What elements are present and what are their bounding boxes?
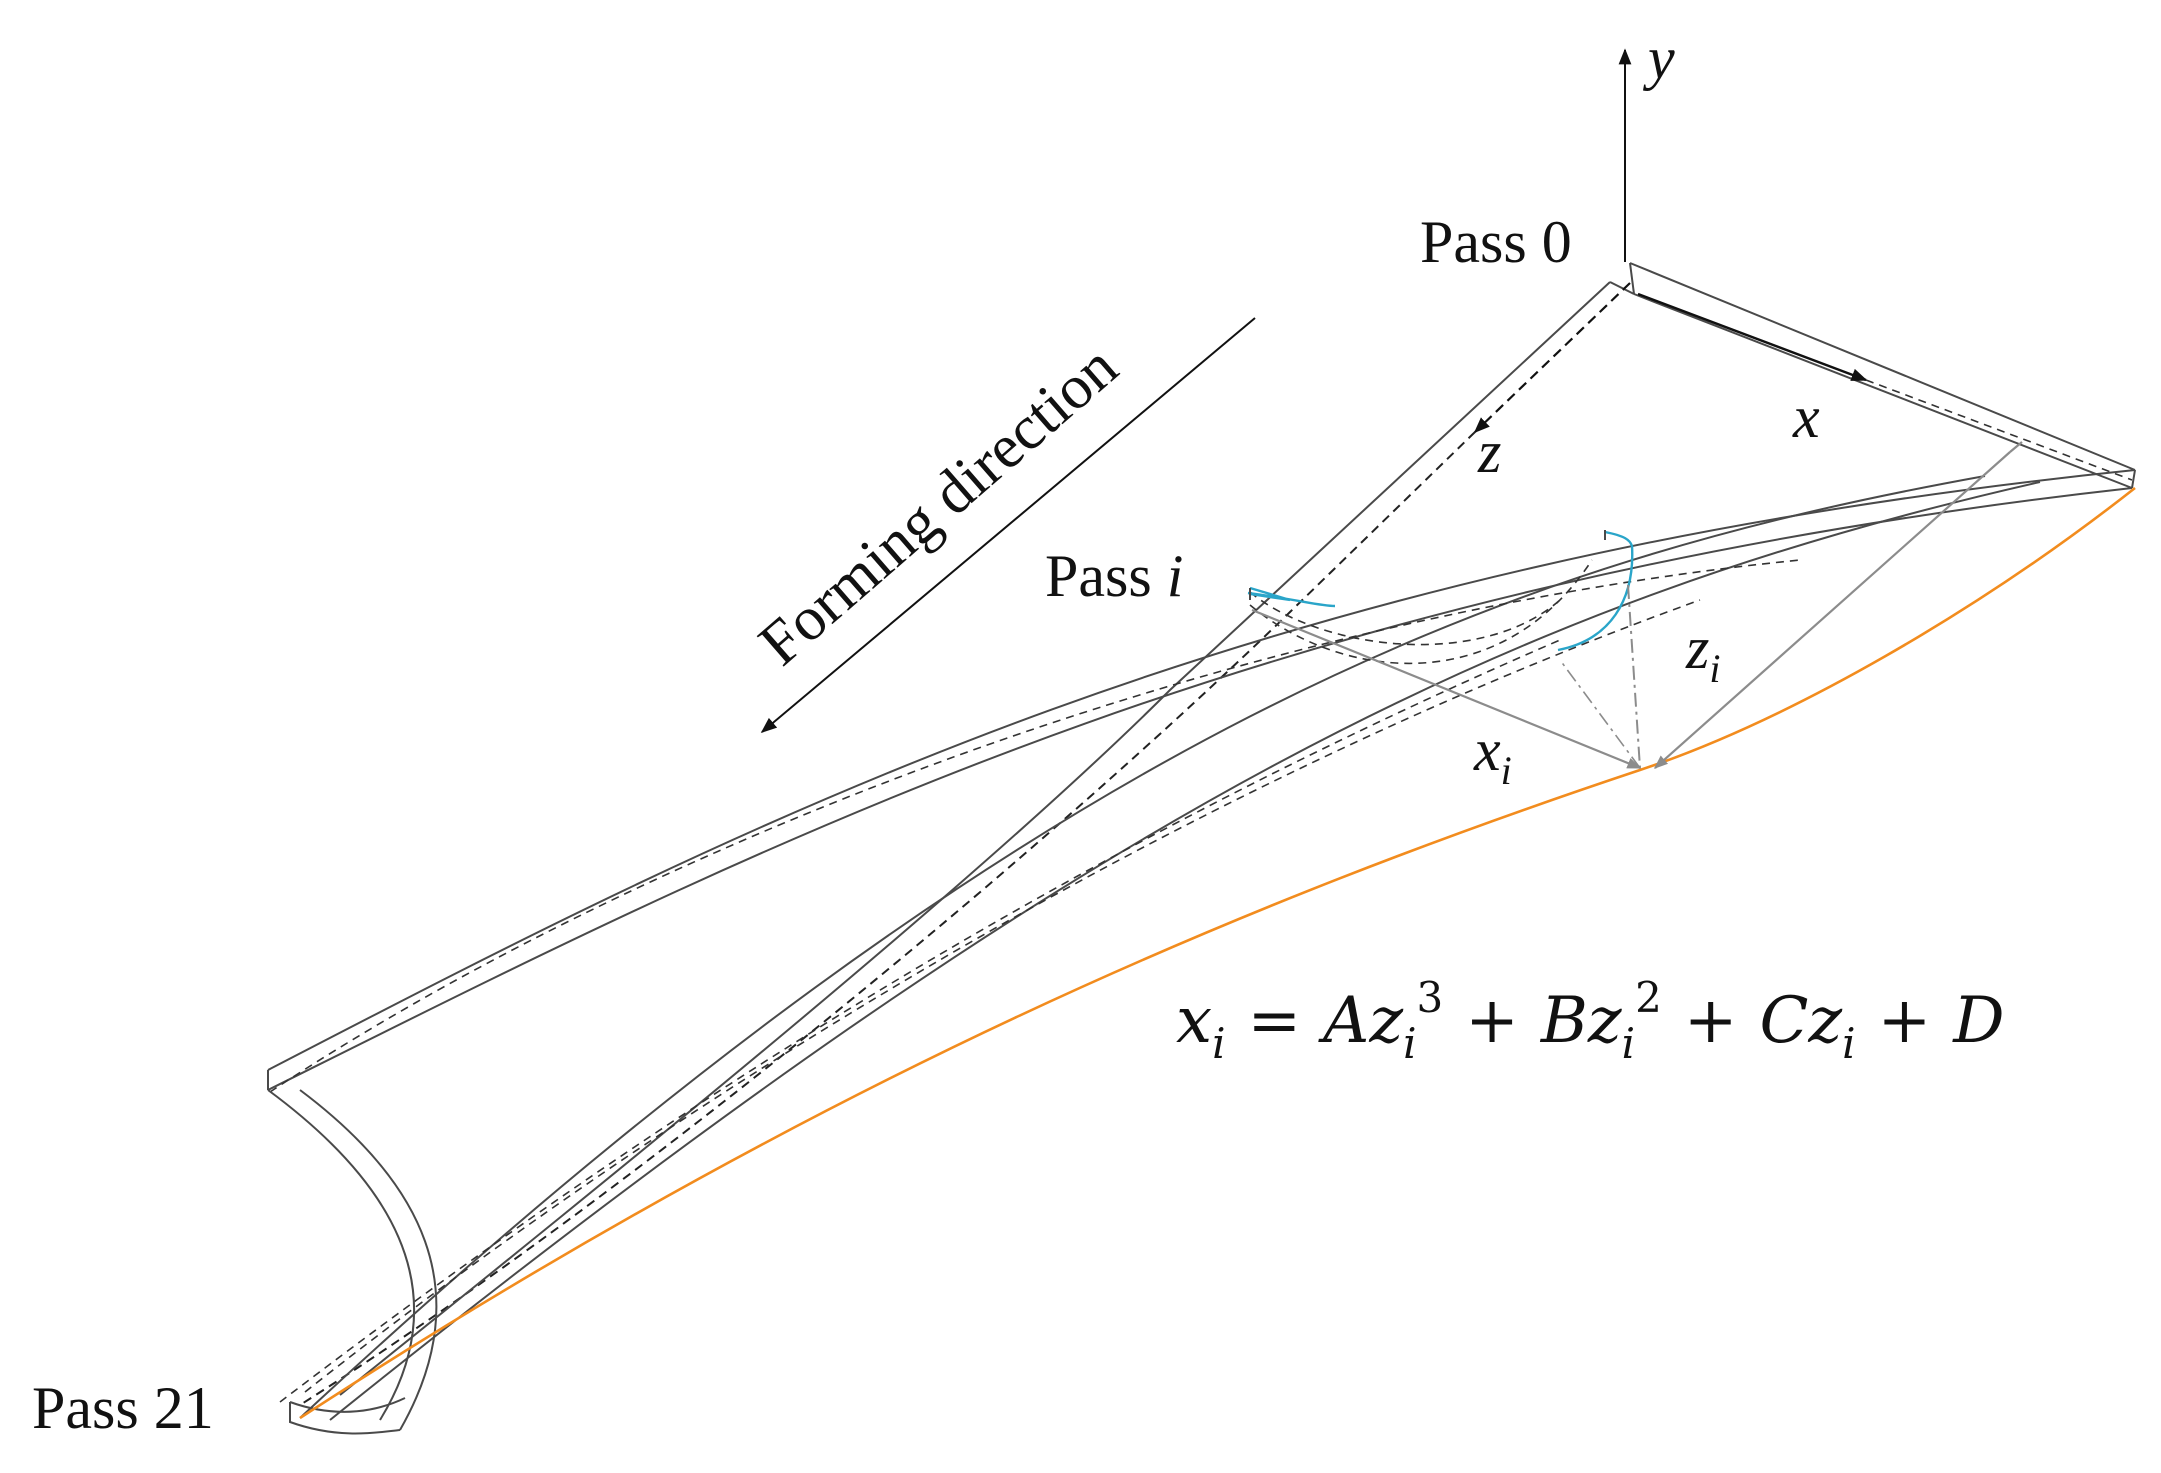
strip-left-edge [339,281,1611,1396]
pass-i-dash-dot-line [1627,584,1641,769]
pass-0-label: Pass 0 [1420,209,1572,275]
pass-21-section [267,1070,438,1435]
z-axis-label: z [1477,419,1501,485]
polynomial-equation: xi=Azi3+Bzi2+Czi+D [1176,973,2005,1068]
zi-label: zi [1685,615,1720,691]
xi-label: xi [1473,717,1512,793]
pass-21-label: Pass 21 [32,1375,214,1441]
strip-edge-curve [299,486,2136,1420]
strip-flange-edges [267,469,2136,1421]
x-axis-arrow [1637,292,1868,382]
y-axis-label: y [1642,25,1675,91]
x-axis-label: x [1792,384,1820,450]
z-axis-arrow [1473,282,1631,434]
pass-0-section [1609,262,2136,489]
forming-direction-arrow [760,317,1256,734]
pass-i-label: Pass i [1045,543,1183,609]
pass-i-top-connector [1559,659,1641,769]
pass-i-section-profile [1247,530,1634,652]
xi-guide-arrow [1251,608,1642,770]
zi-guide-tail [2009,441,2023,453]
hidden-bend-lines [269,559,1801,1403]
forming-direction-label: Forming direction [747,332,1131,678]
x-axis-dashed-extension [1865,379,2133,481]
zi-guide-arrow [1653,451,2011,769]
